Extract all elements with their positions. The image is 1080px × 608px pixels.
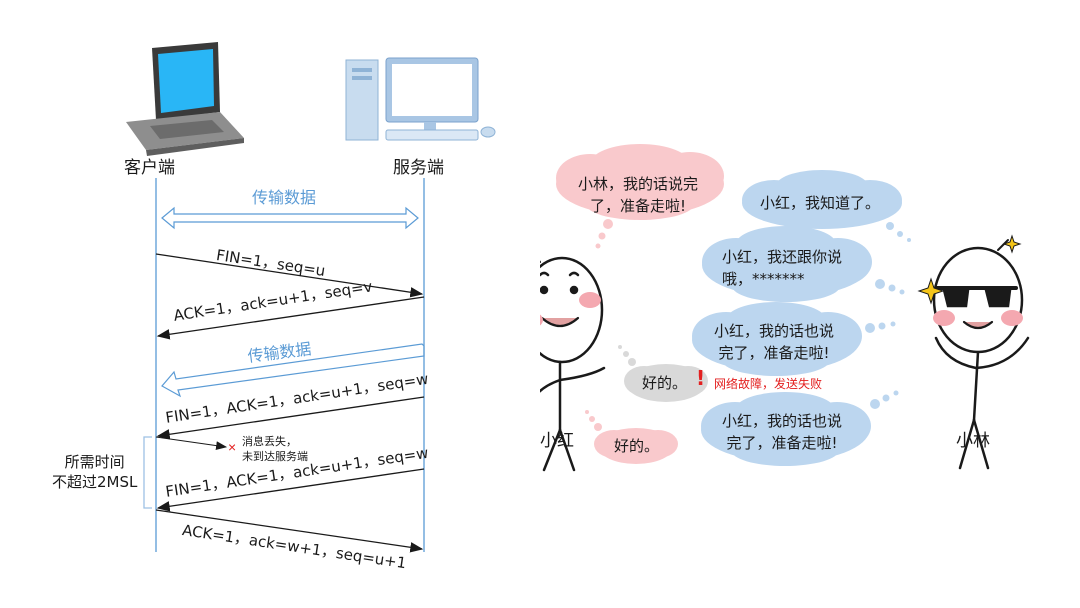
- blue-bubble-2-text: 小红，我还跟你说 哦，*******: [722, 248, 843, 288]
- ack-arrow-1: [156, 296, 425, 340]
- fin-arrow-1: [155, 253, 424, 298]
- lost-x-mark: ×: [228, 439, 236, 455]
- blue-bubble-3-text: 小红，我的话也说 完了，准备走啦!: [714, 322, 835, 362]
- girl-character: [540, 256, 606, 472]
- network-error-text: 网络故障，发送失败: [714, 377, 823, 391]
- red-cloud-bubble-1: [556, 144, 724, 249]
- transfer-data-double-arrow: [161, 206, 419, 230]
- red-bubble-1-text: 小林，我的话说完 了，准备走啦!: [578, 175, 699, 215]
- girl-name-label: 小红: [540, 431, 574, 451]
- error-exclamation-icon: !: [696, 366, 706, 390]
- blue-cloud-bubble-1: [742, 170, 911, 242]
- transfer-data-label-1: 传输数据: [252, 188, 317, 207]
- client-label: 客户端: [124, 158, 175, 178]
- red-cloud-bubble-2: [585, 410, 678, 464]
- blue-cloud-bubble-4: [701, 390, 899, 466]
- time-bracket: [143, 436, 152, 509]
- transfer-data-arrow: [161, 343, 425, 398]
- server-label: 服务端: [393, 158, 444, 178]
- fin-arrow-2: [156, 396, 425, 440]
- fin-arrow-3: [156, 468, 425, 512]
- handshake-diagram: ×: [126, 42, 496, 553]
- red-bubble-2-text: 好的。: [614, 437, 660, 455]
- lost-ack-arrow: [155, 436, 228, 450]
- time-note: 所需时间 不超过2MSL: [52, 453, 138, 491]
- boy-name-label: 小林: [956, 431, 990, 451]
- boy-character: [932, 239, 1030, 470]
- blue-cloud-bubble-3: [692, 302, 896, 376]
- dialogue-illustration: [540, 144, 1030, 472]
- gray-bubble-text: 好的。: [642, 374, 688, 392]
- gray-cloud-bubble: [618, 345, 708, 402]
- blue-bubble-1-text: 小红，我知道了。: [760, 194, 881, 212]
- laptop-icon: [126, 42, 244, 156]
- blue-bubble-4-text: 小红，我的话也说 完了，准备走啦!: [722, 412, 843, 452]
- ack-arrow-2: [155, 509, 424, 553]
- desktop-computer-icon: [345, 57, 496, 141]
- blue-cloud-bubble-2: [702, 226, 905, 302]
- sparkle-icon: [917, 234, 1022, 305]
- lost-message-note: 消息丢失， 未到达服务端: [242, 435, 308, 463]
